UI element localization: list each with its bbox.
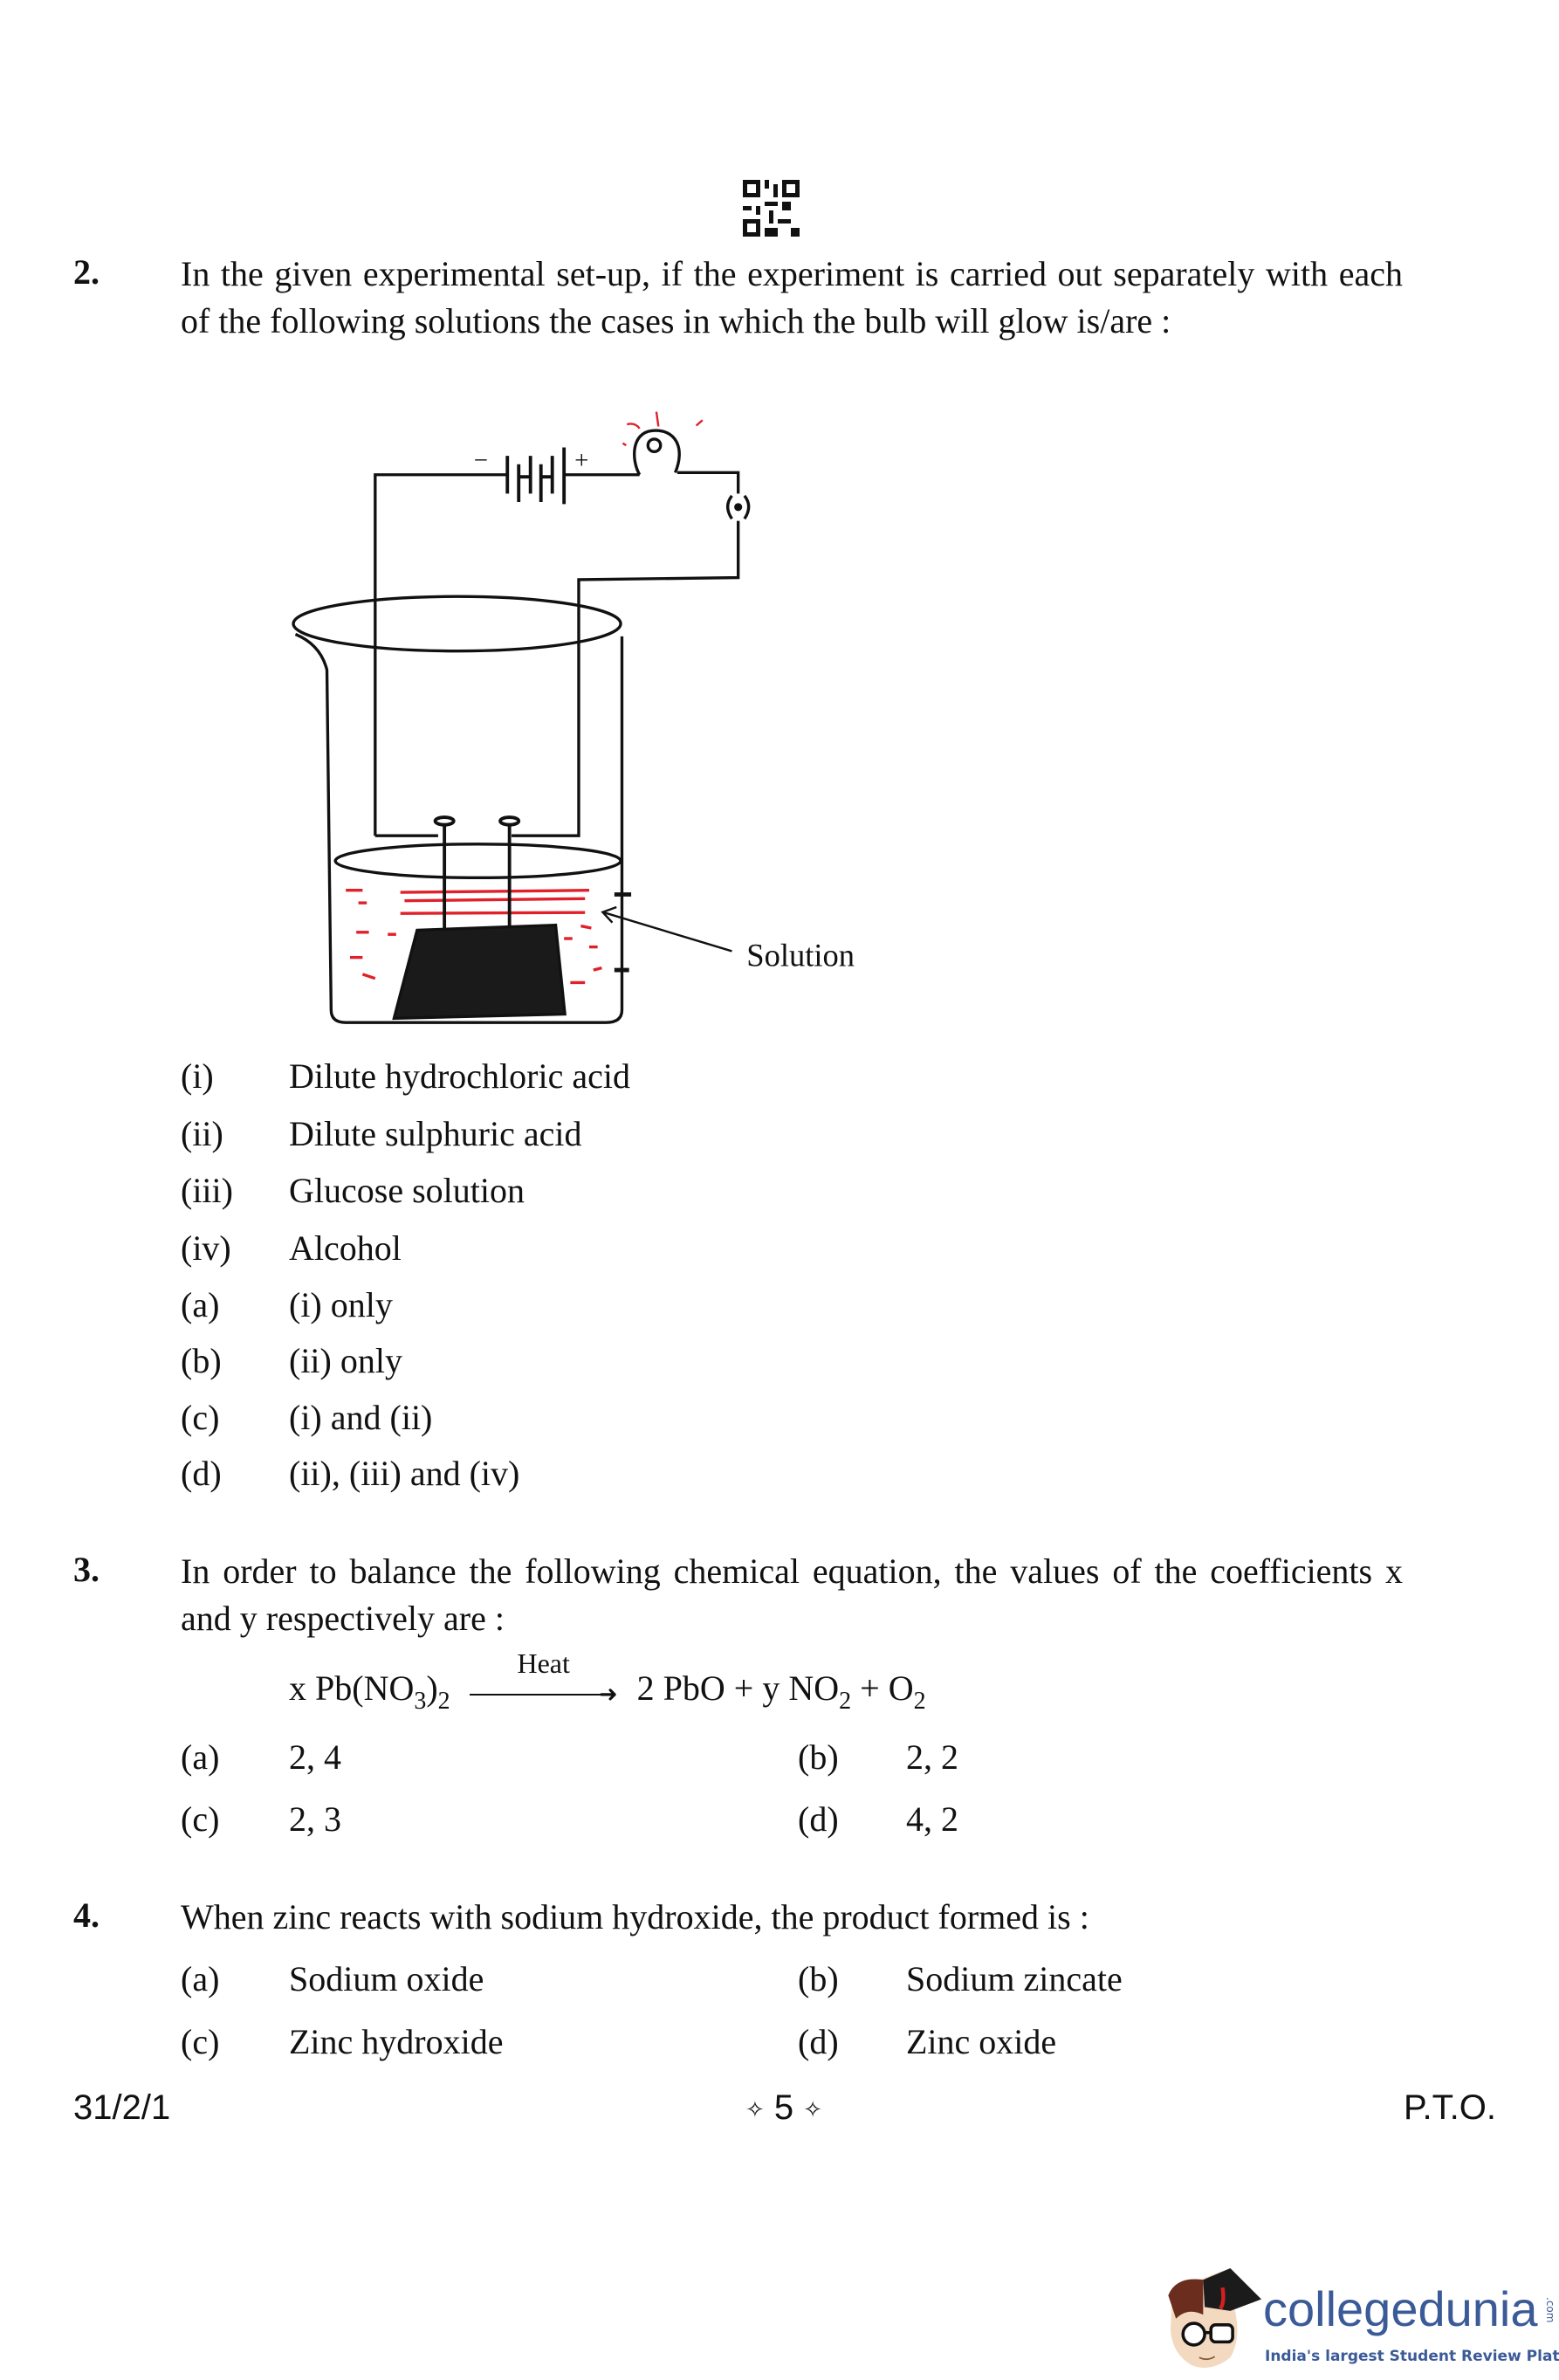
option-label[interactable]: (c) bbox=[181, 1799, 220, 1839]
reaction-condition: Heat bbox=[517, 1647, 570, 1679]
battery-icon bbox=[505, 447, 567, 505]
eq-sub: 3 bbox=[414, 1688, 427, 1715]
option-label[interactable]: (a) bbox=[181, 1285, 220, 1324]
item-text: Alcohol bbox=[289, 1228, 402, 1268]
eq-sub: 2 bbox=[839, 1688, 852, 1715]
option-label[interactable]: (d) bbox=[181, 1454, 222, 1493]
option-label[interactable]: (a) bbox=[181, 1737, 220, 1777]
option-text[interactable]: 4, 2 bbox=[906, 1799, 958, 1839]
eq-sub: 2 bbox=[437, 1688, 450, 1715]
page-number-value: 5 bbox=[773, 2088, 794, 2127]
battery-minus: − bbox=[474, 447, 488, 475]
logo-suffix: .com bbox=[1544, 2297, 1556, 2323]
eq-rhs: + O bbox=[851, 1668, 914, 1708]
beaker bbox=[292, 595, 624, 1024]
reaction-arrow: Heat➜ bbox=[469, 1648, 618, 1709]
question-number: 4. bbox=[73, 1895, 100, 1935]
item-label: (iii) bbox=[181, 1171, 233, 1210]
option-text[interactable]: (i) only bbox=[289, 1285, 393, 1324]
eq-sub: 2 bbox=[913, 1688, 926, 1715]
option-label[interactable]: (b) bbox=[798, 1959, 839, 1998]
solution-label: Solution bbox=[746, 937, 855, 973]
option-label[interactable]: (c) bbox=[181, 1398, 220, 1437]
mascot-icon bbox=[1168, 2267, 1261, 2369]
logo-brand: collegedunia bbox=[1263, 2281, 1538, 2336]
qr-code bbox=[743, 180, 800, 237]
question-text: In order to balance the following chemic… bbox=[181, 1551, 1403, 1638]
option-label[interactable]: (d) bbox=[798, 1799, 839, 1839]
collegedunia-logo: collegedunia .com India's largest Studen… bbox=[1157, 2253, 1559, 2380]
option-label[interactable]: (d) bbox=[798, 2022, 839, 2061]
option-label[interactable]: (a) bbox=[181, 1959, 220, 1998]
option-text[interactable]: 2, 4 bbox=[289, 1737, 341, 1777]
item-label: (iv) bbox=[181, 1228, 231, 1268]
question-text: In the given experimental set-up, if the… bbox=[181, 254, 1403, 340]
option-text[interactable]: 2, 3 bbox=[289, 1799, 341, 1839]
option-text[interactable]: Zinc hydroxide bbox=[289, 2022, 504, 2061]
experiment-diagram: − + Solution bbox=[292, 411, 855, 1024]
option-label[interactable]: (b) bbox=[181, 1341, 222, 1380]
option-text[interactable]: (ii), (iii) and (iv) bbox=[289, 1454, 520, 1493]
electrode-nails bbox=[433, 815, 521, 932]
solution-liquid bbox=[346, 889, 602, 985]
rubber-cork bbox=[392, 923, 567, 1021]
question-number: 3. bbox=[73, 1550, 100, 1589]
item-text: Dilute sulphuric acid bbox=[289, 1114, 582, 1153]
item-text: Glucose solution bbox=[289, 1171, 525, 1210]
option-text[interactable]: 2, 2 bbox=[906, 1737, 958, 1777]
chemical-equation: x Pb(NO3)2 Heat➜ 2 PbO + y NO2 + O2 bbox=[289, 1648, 926, 1716]
item-text: Dilute hydrochloric acid bbox=[289, 1056, 630, 1096]
item-label: (i) bbox=[181, 1056, 214, 1096]
key-switch-icon bbox=[725, 494, 751, 520]
question-text: When zinc reacts with sodium hydroxide, … bbox=[181, 1897, 1089, 1936]
battery-plus: + bbox=[574, 447, 588, 475]
page-number: ✧ 5 ✧ bbox=[730, 2088, 838, 2128]
option-text[interactable]: Sodium zincate bbox=[906, 1959, 1123, 1998]
logo-tagline: India's largest Student Review Platform bbox=[1265, 2348, 1559, 2365]
ornament-icon: ✧ bbox=[745, 2095, 765, 2122]
option-text[interactable]: (i) and (ii) bbox=[289, 1398, 433, 1437]
eq-rhs: 2 PbO + y NO bbox=[636, 1668, 840, 1708]
bulb-icon bbox=[622, 411, 704, 476]
pto-label: P.T.O. bbox=[1404, 2088, 1496, 2127]
eq-lhs: ) bbox=[426, 1668, 438, 1708]
option-text[interactable]: (ii) only bbox=[289, 1341, 402, 1380]
option-text[interactable]: Sodium oxide bbox=[289, 1959, 484, 1998]
option-label[interactable]: (b) bbox=[798, 1737, 839, 1777]
paper-code: 31/2/1 bbox=[73, 2088, 171, 2127]
ornament-icon: ✧ bbox=[803, 2095, 823, 2122]
option-text[interactable]: Zinc oxide bbox=[906, 2022, 1057, 2061]
eq-lhs: x Pb(NO bbox=[289, 1668, 415, 1708]
option-label[interactable]: (c) bbox=[181, 2022, 220, 2061]
circuit-wire bbox=[374, 471, 740, 837]
arrow-pointer bbox=[601, 905, 732, 953]
question-number: 2. bbox=[73, 252, 100, 292]
item-label: (ii) bbox=[181, 1114, 223, 1153]
